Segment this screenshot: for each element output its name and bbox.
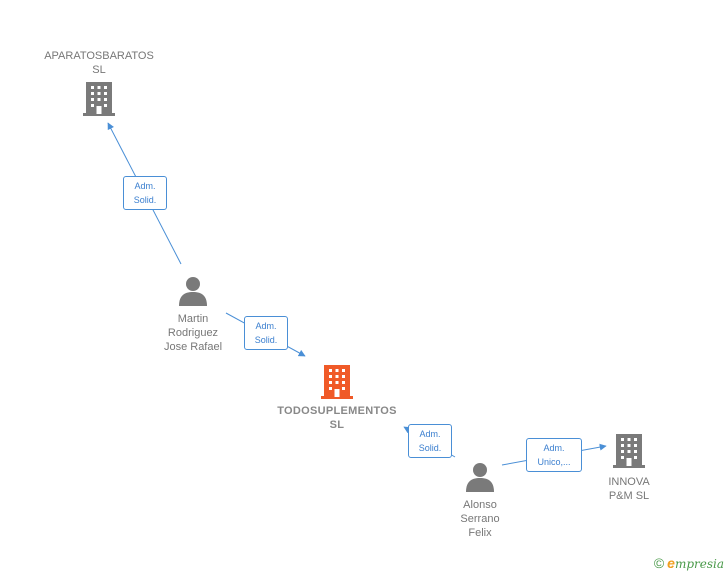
edge-label-alonso-todos[interactable]: Adm. Solid. bbox=[408, 424, 452, 458]
node-label-line1: Martin bbox=[177, 313, 209, 325]
node-alonso-serrano[interactable]: Alonso Serrano Felix bbox=[438, 462, 522, 540]
node-martin-rodriguez[interactable]: Martin Rodriguez Jose Rafael bbox=[143, 276, 243, 354]
edge-label-martin-todos[interactable]: Adm. Solid. bbox=[244, 316, 288, 350]
edge-label-alonso-innova[interactable]: Adm. Unico,... bbox=[526, 438, 582, 472]
edge-label-line2: Solid. bbox=[254, 335, 278, 345]
node-aparatosbaratos[interactable]: APARATOSBARATOS SL bbox=[39, 49, 159, 117]
node-label-line3: Jose Rafael bbox=[163, 341, 223, 353]
edge-label-line1: Adm. bbox=[419, 429, 441, 439]
node-label-line1: APARATOSBARATOS bbox=[44, 50, 154, 62]
person-icon bbox=[466, 463, 494, 492]
edge-label-line1: Adm. bbox=[543, 443, 565, 453]
edge-label-line2: Unico,... bbox=[537, 457, 571, 467]
node-label-line2: P&M SL bbox=[608, 490, 650, 502]
node-label-line1: TODOSUPLEMENTOS bbox=[277, 405, 397, 417]
edge-label-line2: Solid. bbox=[418, 443, 442, 453]
building-icon bbox=[321, 365, 353, 399]
building-icon bbox=[613, 434, 645, 468]
building-icon bbox=[83, 82, 115, 116]
brand-initial: e bbox=[667, 555, 675, 571]
node-label-line2: SL bbox=[329, 419, 345, 431]
node-innova[interactable]: INNOVA P&M SL bbox=[596, 433, 662, 503]
brand-name: mpresia bbox=[674, 557, 724, 571]
person-icon bbox=[179, 277, 207, 306]
node-todosuplementos[interactable]: TODOSUPLEMENTOS SL bbox=[262, 364, 412, 432]
node-label-line2: Rodriguez bbox=[167, 327, 219, 339]
node-label-line3: Felix bbox=[468, 527, 492, 539]
node-label-line2: Serrano bbox=[460, 513, 500, 525]
edge-label-martin-aparatos[interactable]: Adm. Solid. bbox=[123, 176, 167, 210]
copyright-icon: © bbox=[653, 555, 665, 571]
node-label-line2: SL bbox=[92, 64, 106, 76]
empresia-logo: ©empresia bbox=[654, 555, 724, 571]
node-label-line1: INNOVA bbox=[608, 476, 650, 488]
edge-label-line1: Adm. bbox=[134, 181, 156, 191]
node-label-line1: Alonso bbox=[463, 499, 497, 511]
edge-label-line1: Adm. bbox=[255, 321, 277, 331]
edge-label-line2: Solid. bbox=[133, 195, 157, 205]
